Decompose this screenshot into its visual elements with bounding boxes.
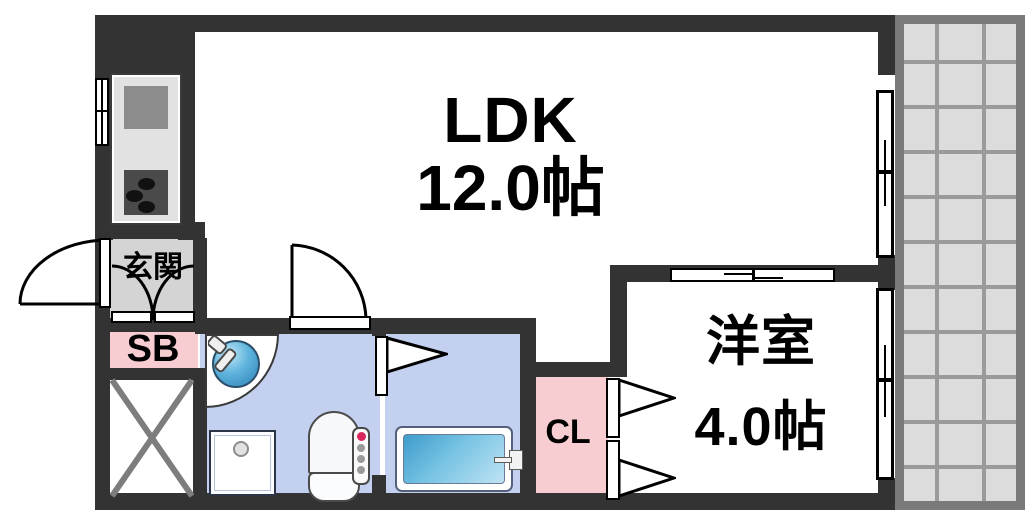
bath-door-fold-icon <box>386 336 448 374</box>
window-mullion <box>95 110 109 112</box>
balcony-door-sash <box>884 140 886 172</box>
balcony-tile-line <box>904 465 1016 469</box>
sb-area <box>108 330 198 370</box>
bedroom-door-sash <box>884 382 886 417</box>
balcony-tile-line <box>904 195 1016 199</box>
wall-bath-divider <box>372 318 386 336</box>
toilet-button[interactable] <box>357 444 365 452</box>
toilet-button[interactable] <box>357 455 365 463</box>
wall-storage-right <box>193 368 207 503</box>
wall-bedroom-left <box>610 265 627 377</box>
genkan-label: 玄関 <box>123 251 183 284</box>
wall-top-outer <box>95 15 895 32</box>
closet-door-fold-lower-icon <box>618 458 676 498</box>
washing-machine-drain-icon <box>233 441 249 457</box>
washroom-door-leaf[interactable] <box>289 316 371 330</box>
wall-bottom-outer <box>95 493 895 510</box>
burner-icon <box>138 201 155 213</box>
wall-bath-divider-lower <box>372 475 386 505</box>
balcony-tile-line <box>904 285 1016 289</box>
wall-genkan-right <box>193 238 207 330</box>
burner-icon <box>126 190 143 202</box>
genkan-door-leaf-left[interactable] <box>111 311 152 323</box>
partition-mullion <box>752 268 755 282</box>
balcony-door-mullion <box>876 170 894 174</box>
faucet-icon <box>208 336 237 373</box>
balcony-tile-line <box>904 105 1016 109</box>
balcony-tile-line <box>904 375 1016 379</box>
wall-kitchen-right <box>178 60 195 240</box>
closet-door-fold-upper-icon <box>618 378 676 418</box>
genkan-door-leaf-right[interactable] <box>154 311 195 323</box>
window-mullion <box>101 78 103 146</box>
wall-right-ldk <box>878 15 895 75</box>
washroom-door-swing <box>290 243 368 320</box>
entrance-door-leaf[interactable] <box>99 238 111 308</box>
partition-sash <box>755 277 783 279</box>
balcony-tile-line <box>935 24 939 501</box>
balcony-tile-line <box>904 420 1016 424</box>
bedroom-door-sash <box>884 345 886 380</box>
toilet-icon <box>308 411 360 474</box>
bedroom-name-label: 洋室 <box>706 312 816 372</box>
balcony-tile-line <box>904 60 1016 64</box>
balcony-tile-line <box>982 24 986 501</box>
balcony-rail-outer <box>895 15 1025 510</box>
genkan-doors[interactable] <box>110 264 196 322</box>
balcony-tile-line <box>904 240 1016 244</box>
burner-icon <box>138 178 155 190</box>
wall-sb-bottom <box>95 368 207 380</box>
bathtub-water <box>403 434 505 484</box>
wall-cl-top <box>520 362 625 377</box>
sb-label: SB <box>126 328 180 370</box>
entrance-door-swing <box>18 238 109 306</box>
balcony-tile-line <box>904 330 1016 334</box>
sink-icon <box>124 86 168 129</box>
balcony-door-sash <box>884 174 886 206</box>
page-title: LDK <box>443 84 578 156</box>
wall-right-bottom <box>878 478 895 510</box>
ldk-size-label: 12.0帖 <box>416 152 605 224</box>
wall-bath-right <box>520 318 536 506</box>
bathtub-spout-icon <box>494 457 512 463</box>
balcony-area <box>895 15 1025 510</box>
partition-sash <box>724 273 752 275</box>
toilet-seat-icon <box>308 472 360 502</box>
cl-label: CL <box>545 413 591 451</box>
storage-cross-icon <box>110 378 194 498</box>
toilet-button-flush[interactable] <box>357 432 366 441</box>
balcony-tile-line <box>904 150 1016 154</box>
toilet-button[interactable] <box>357 466 365 474</box>
bedroom-door-mullion <box>876 378 894 382</box>
bedroom-area <box>620 275 885 505</box>
wall-kitchen-bottom <box>95 222 205 239</box>
cl-area <box>528 375 608 503</box>
bedroom-size-label: 4.0帖 <box>694 397 828 457</box>
